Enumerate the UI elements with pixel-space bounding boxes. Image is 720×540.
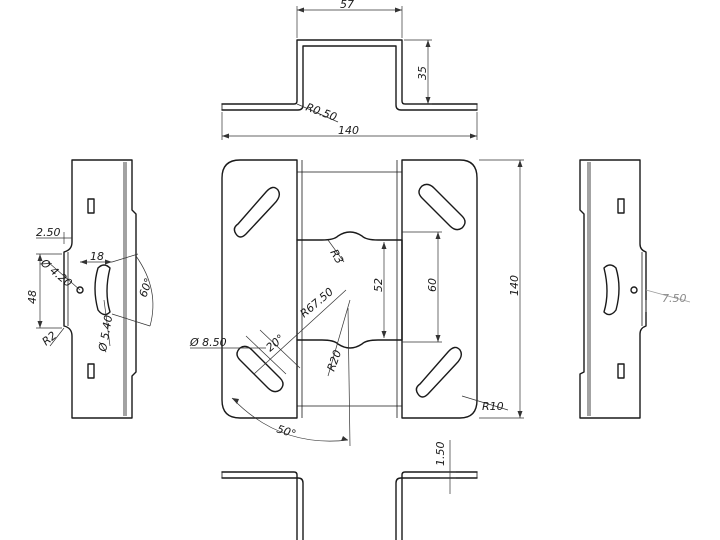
dim-60deg-label: 60° (137, 276, 156, 299)
left-slot-top (87, 198, 95, 214)
slot-top-left (233, 186, 281, 238)
right-plate-outline (401, 159, 478, 419)
dim-r20-label: R20 (325, 348, 345, 373)
left-side-view: 2.50 Ø 4.20 18 48 60° Ø 5.40 R2 (26, 159, 156, 419)
dim-140-right-label: 140 (508, 275, 521, 296)
right-side-view: 7.50 (579, 159, 691, 419)
dim-18-label: 18 (90, 250, 104, 263)
left-small-hole (76, 286, 84, 294)
dim-60-label: 60 (426, 278, 439, 292)
right-slot-top (617, 198, 625, 214)
dim-phi850-label: Ø 8.50 (189, 336, 227, 349)
right-slot-bottom (617, 363, 625, 379)
dim-r050-label: R0.50 (304, 101, 339, 124)
left-slot-bottom (87, 363, 95, 379)
front-plate-view: R3 52 60 140 R67.50 Ø 8.50 20° R20 50° R… (189, 159, 524, 447)
bottom-profile-outer (221, 471, 478, 540)
top-profile-outer (221, 39, 478, 105)
dim-140-top-label: 140 (338, 124, 359, 137)
dim-phi420-label: Ø 4.20 (37, 256, 74, 290)
top-profile-inner (221, 45, 478, 111)
dim-20deg-label: 20° (264, 332, 287, 354)
dim-150-label: 1.50 (434, 442, 447, 467)
dim-48-label: 48 (26, 290, 39, 304)
dim-r10-label: R10 (482, 400, 504, 413)
dim-52-label: 52 (372, 278, 385, 292)
dim-r3-label: R3 (327, 247, 346, 266)
dim-35-label: 35 (416, 66, 429, 80)
bottom-profile-view: 1.50 (221, 440, 478, 540)
left-kidney-slot (94, 264, 111, 316)
slot-bottom-right (415, 346, 463, 398)
slot-top-right (418, 183, 466, 231)
left-plate-outline (221, 159, 298, 419)
slot-bottom-left (236, 345, 284, 393)
bottom-profile-inner (221, 477, 478, 540)
dim-r6750-label: R67.50 (298, 285, 336, 320)
left-side-outline (63, 159, 137, 419)
top-profile-view: 57 35 R0.50 140 (221, 0, 478, 140)
right-small-hole (630, 286, 638, 294)
dim-750-label: 7.50 (662, 292, 687, 305)
dim-57-label: 57 (340, 0, 354, 11)
dim-phi540-label: Ø 5.40 (96, 314, 115, 353)
dim-r2-label: R2 (40, 329, 60, 348)
dim-250-label: 2.50 (36, 226, 61, 239)
center-cutout (296, 231, 403, 349)
right-side-outline (579, 159, 647, 419)
dim-50deg-label: 50° (275, 422, 298, 440)
right-kidney-slot (603, 264, 620, 316)
